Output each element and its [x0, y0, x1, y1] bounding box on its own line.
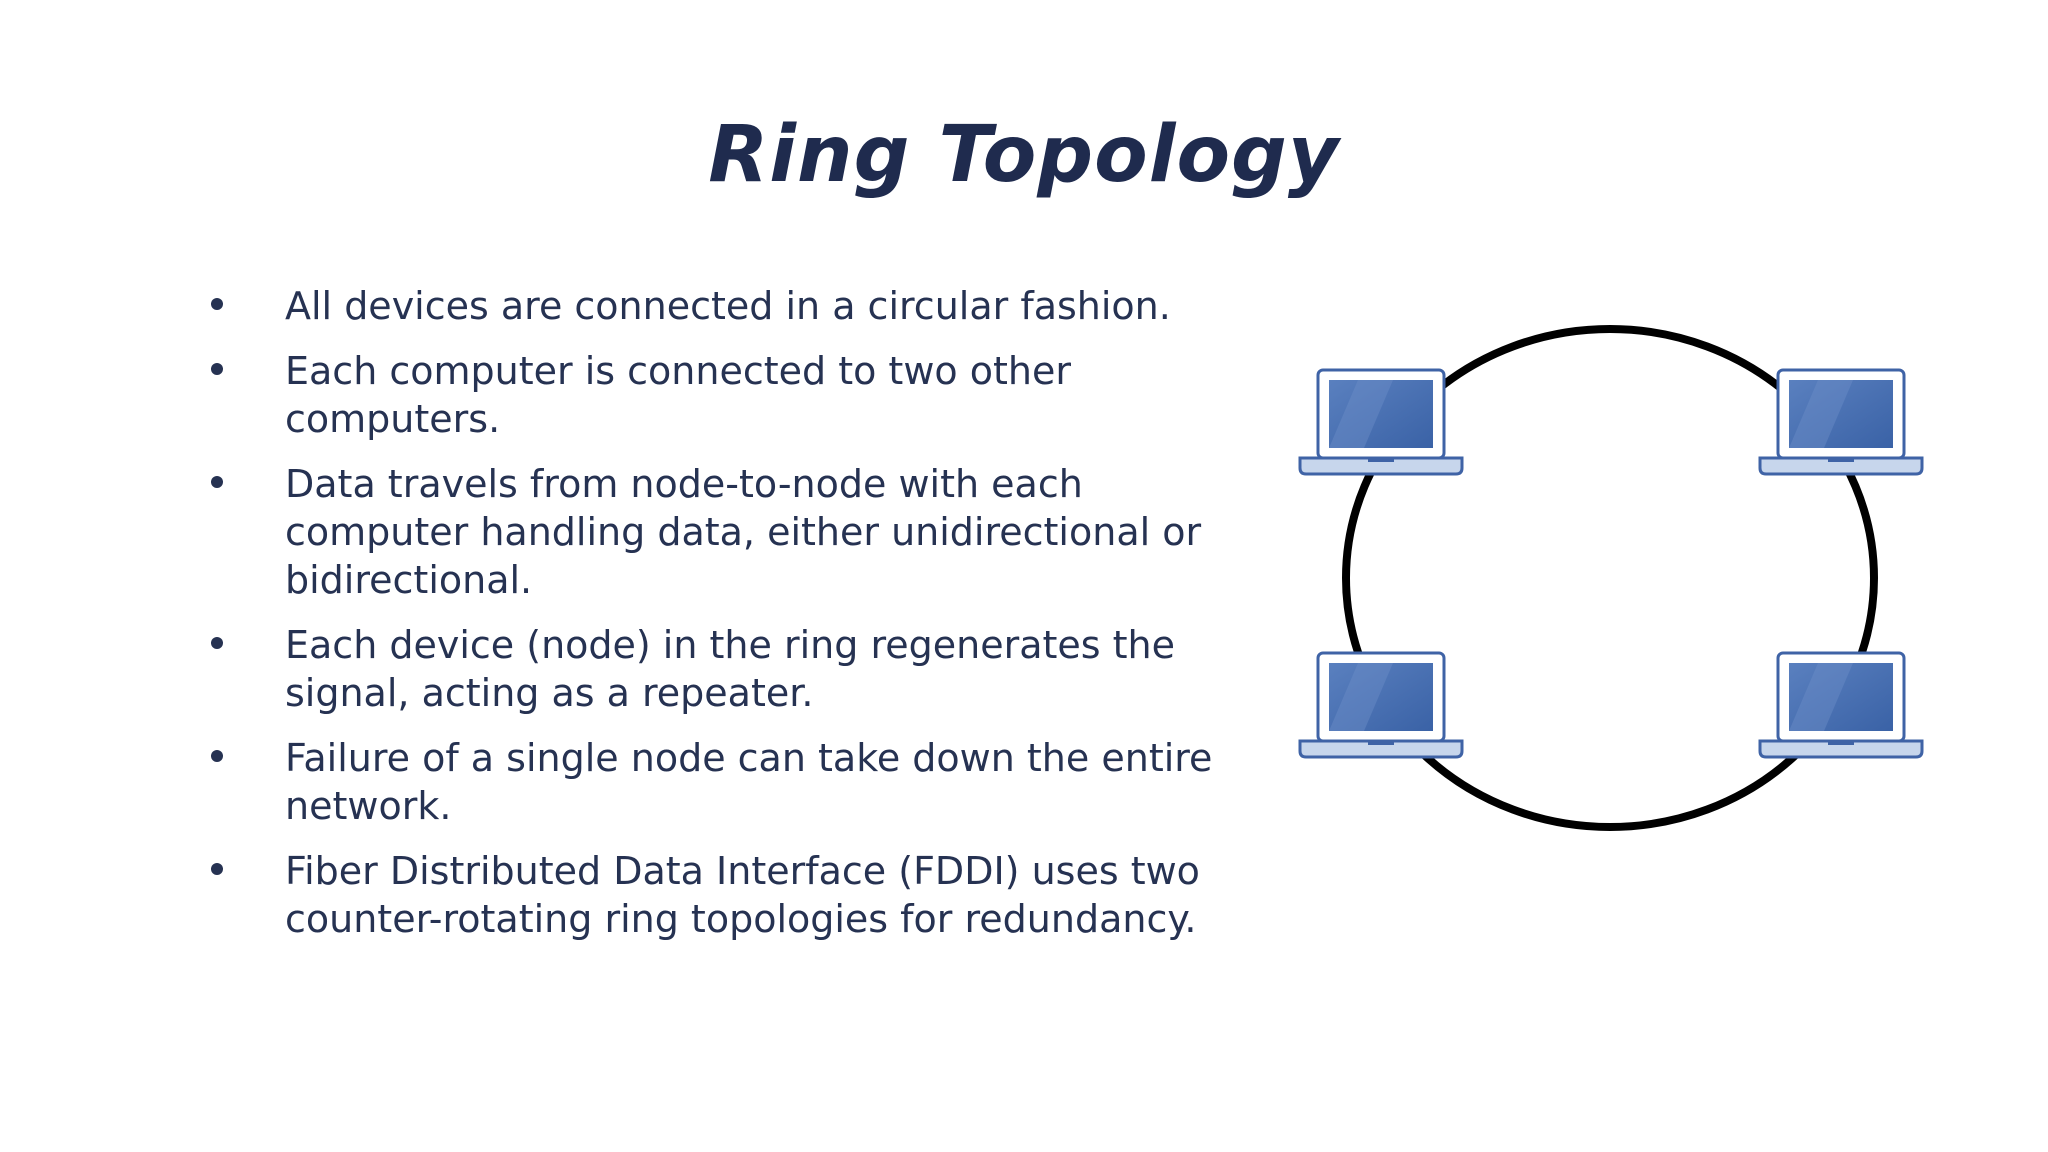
bullet-text: Failure of a single node can take down t… — [285, 736, 1213, 828]
laptop-icon — [1298, 651, 1464, 759]
laptop-icon — [1298, 368, 1464, 476]
bullet-item: Each device (node) in the ring regenerat… — [205, 621, 1245, 717]
bullet-item: Fiber Distributed Data Interface (FDDI) … — [205, 847, 1245, 943]
bullet-dot-icon — [211, 363, 223, 375]
bullet-text: Data travels from node-to-node with each… — [285, 462, 1202, 602]
bullet-text: Fiber Distributed Data Interface (FDDI) … — [285, 849, 1200, 941]
ring-connection — [1342, 325, 1878, 831]
laptop-icon — [1758, 651, 1924, 759]
bullet-item: All devices are connected in a circular … — [205, 282, 1245, 330]
bullet-dot-icon — [211, 863, 223, 875]
bullet-dot-icon — [211, 750, 223, 762]
bullet-dot-icon — [211, 637, 223, 649]
slide-title: Ring Topology — [708, 110, 1340, 200]
ring-topology-diagram — [1298, 325, 1924, 831]
bullet-item: Failure of a single node can take down t… — [205, 734, 1245, 830]
bullet-dot-icon — [211, 476, 223, 488]
bullet-item: Data travels from node-to-node with each… — [205, 460, 1245, 604]
bullet-dot-icon — [211, 298, 223, 310]
bullet-list: All devices are connected in a circular … — [205, 282, 1245, 960]
bullet-text: Each computer is connected to two other … — [285, 349, 1071, 441]
bullet-text: Each device (node) in the ring regenerat… — [285, 623, 1175, 715]
laptop-icon — [1758, 368, 1924, 476]
bullet-item: Each computer is connected to two other … — [205, 347, 1245, 443]
bullet-text: All devices are connected in a circular … — [285, 284, 1171, 328]
